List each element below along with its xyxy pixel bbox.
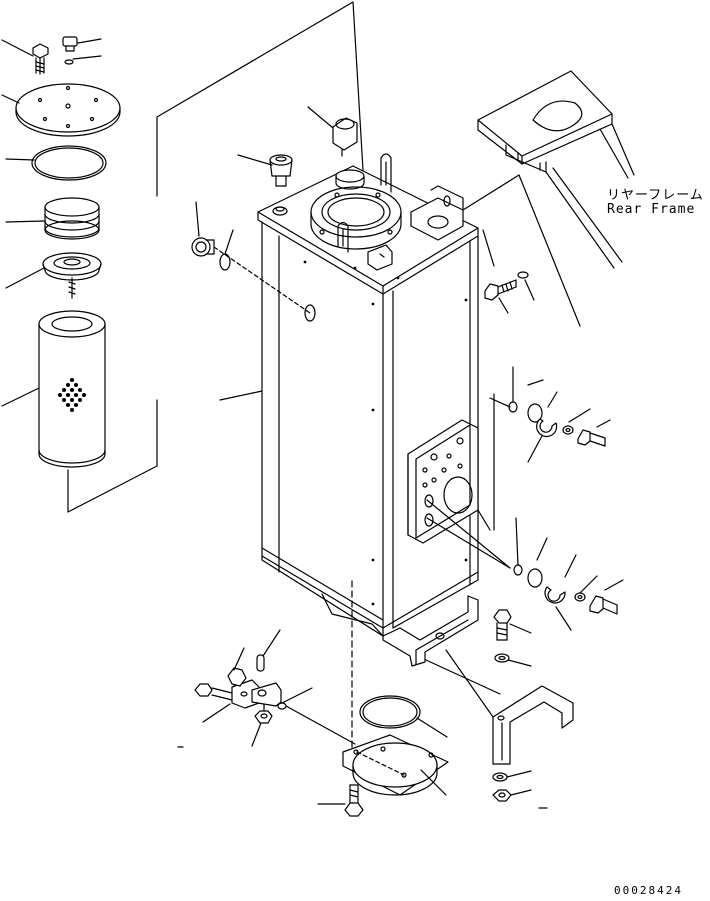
large-o-ring-part [32,146,106,180]
rear-frame-label [483,175,580,326]
misc-leader-lines [196,107,333,254]
element-pattern [58,378,86,412]
pipe-flange-plate [408,420,478,543]
tank-mount-bracket [411,175,519,240]
rear-frame [478,71,634,268]
tank-bottom-bracket [322,594,478,666]
tank-leader-line [220,391,262,400]
bracket-fasteners [493,610,547,808]
filter-cover-plate [16,84,120,136]
breather-part [333,118,357,156]
plug-part [63,37,77,51]
filter-element-part [39,311,105,467]
sight-gauge-part [192,238,310,313]
filter-spring-part [45,198,99,239]
lower-right-bracket [426,650,573,764]
small-o-ring-part [65,60,73,64]
upper-flange-fittings [509,367,610,462]
filter-group-boundary [68,2,363,512]
drain-bolt-part [318,785,363,816]
bolt-part [33,44,48,74]
drain-cover-part [343,581,448,795]
mount-bolt-part [485,272,534,313]
rear-frame-label-jp: リヤーフレーム [607,188,704,203]
filter-leader-lines [2,39,101,406]
tank-cap-part [273,207,287,215]
sensor-part [270,155,292,186]
rear-frame-label-en: Rear Frame [607,202,696,217]
lower-flange-fittings [514,518,623,630]
filter-mounting-neck [311,154,401,270]
flange-callout-lines [427,394,510,568]
tee-fitting-assembly [178,630,355,747]
filter-valve-part [43,253,101,298]
drawing-code: 00028424 [614,884,683,897]
